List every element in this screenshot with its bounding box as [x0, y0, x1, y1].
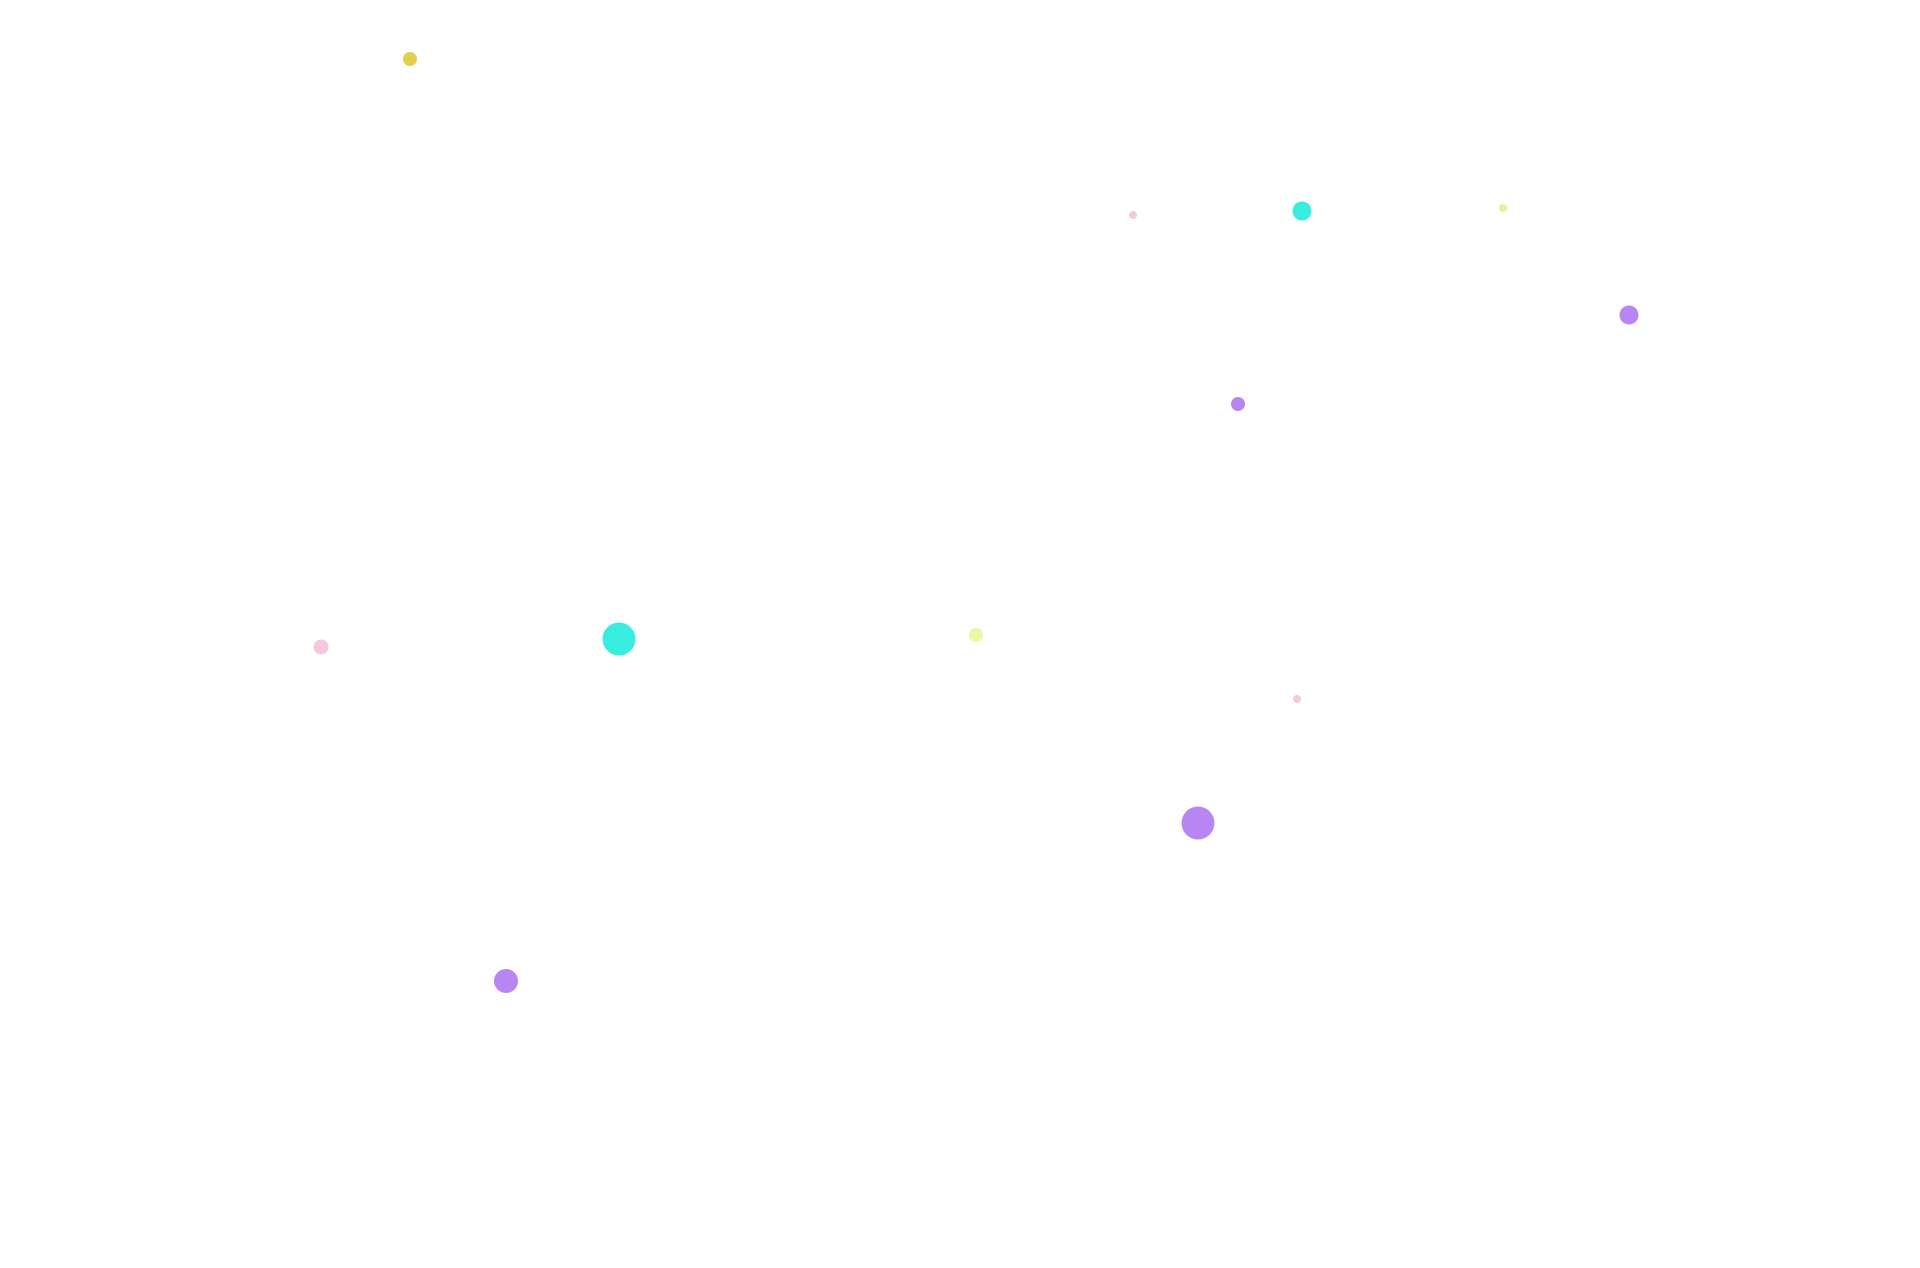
particle-dot-pink: [1293, 695, 1301, 703]
particle-dot-yellow: [403, 52, 417, 66]
particle-dot-purple: [494, 969, 518, 993]
particle-dot-purple: [1181, 806, 1215, 840]
particle-dot-pink: [1129, 211, 1137, 219]
particle-dot-purple: [1619, 305, 1639, 325]
particle-dot-purple: [1231, 397, 1245, 411]
particle-dot-pink: [313, 639, 329, 655]
particle-dot-cyan: [602, 622, 636, 656]
particle-dot-lime: [969, 628, 983, 642]
particle-dot-cyan: [1292, 201, 1312, 221]
particle-dot-lime: [1499, 204, 1507, 212]
